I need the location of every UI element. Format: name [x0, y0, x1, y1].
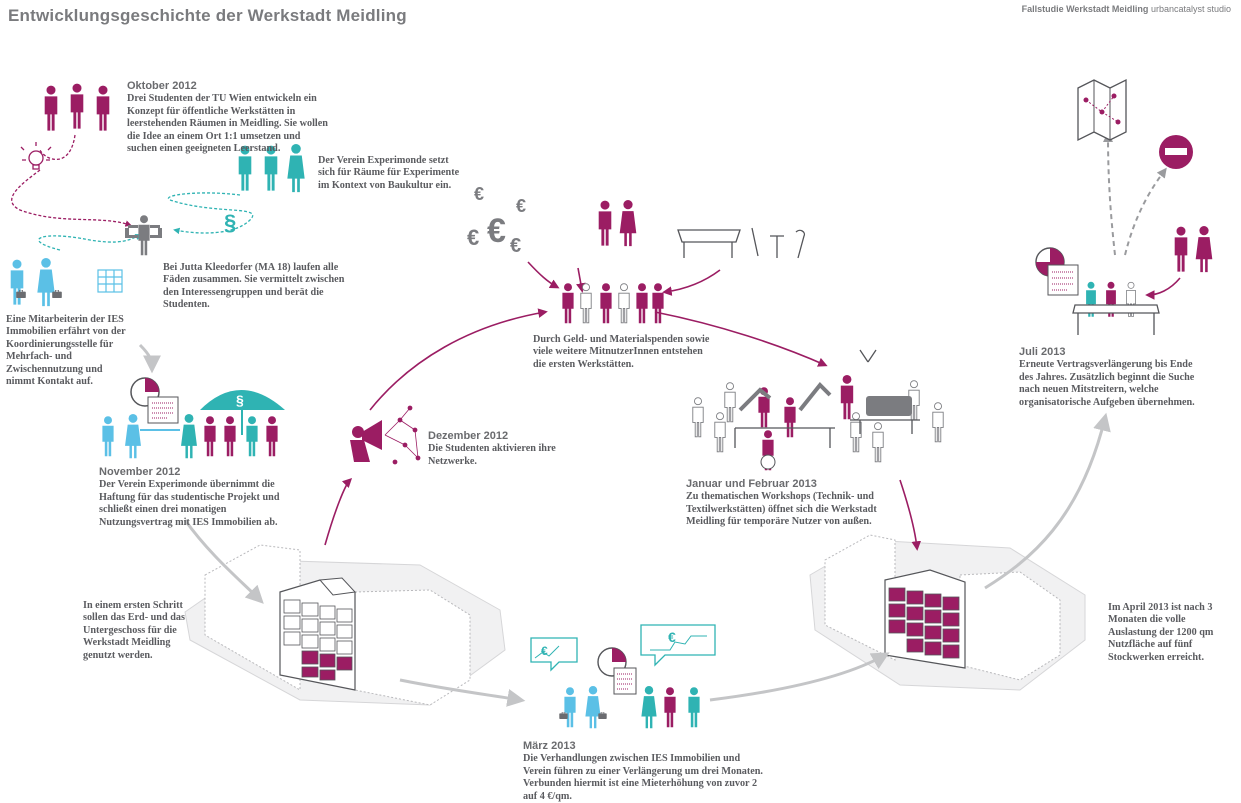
event-jul2013-heading: Juli 2013 — [1019, 346, 1066, 358]
event-apr2013-text: Im April 2013 ist nach 3 Monaten die vol… — [1108, 602, 1214, 663]
building-left-grid — [283, 599, 353, 681]
map-icon — [1077, 78, 1127, 142]
event-nov2012-text: Der Verein Experimonde übernimmt die Haf… — [99, 479, 280, 528]
event-mar2013-heading: März 2013 — [523, 740, 576, 752]
event-dec2012-heading: Dezember 2012 — [428, 430, 509, 442]
euro-symbol-4: € — [516, 196, 526, 216]
building-right-grid — [888, 587, 960, 659]
euro-symbol-3: € — [467, 225, 479, 250]
event-donations-text: Durch Geld- und Materialspenden sowie vi… — [533, 334, 710, 370]
event-nov2012-heading: November 2012 — [99, 466, 181, 478]
event-janfeb2013-text: Zu thematischen Workshops (Technik- und … — [686, 491, 877, 528]
table-tools-icon — [677, 227, 806, 259]
event-jul2013: Juli 2013 Erneute Vertragsverlängerung b… — [1019, 346, 1209, 409]
event-verein: Der Verein Experimonde setzt sich für Rä… — [318, 155, 468, 192]
event-ies-text: Eine Mitarbeiterin der IES Immobilien er… — [6, 314, 126, 388]
donor-couple-icon — [598, 200, 637, 247]
negotiation-icon: € € — [530, 624, 716, 729]
event-mar2013-text: Die Verhandlungen zwischen IES Immobilie… — [523, 753, 763, 802]
umbrella-icon — [200, 390, 285, 435]
euro-symbol-2: € — [487, 212, 506, 250]
workshop-users-icon — [562, 283, 664, 324]
page-title: Entwicklungsgeschichte der Werkstadt Mei… — [8, 6, 407, 25]
dotted-connectors — [11, 134, 254, 251]
event-donations: Durch Geld- und Materialspenden sowie vi… — [533, 334, 718, 371]
no-entry-icon — [1159, 135, 1193, 169]
nov-people-icon — [102, 414, 278, 459]
event-oct2012-text: Drei Studenten der TU Wien entwickeln ei… — [127, 93, 328, 155]
umbrella-paragraph-symbol: § — [236, 392, 244, 408]
event-jul2013-text: Erneute Vertragsverlängerung bis Ende de… — [1019, 359, 1195, 408]
event-mar2013: März 2013 Die Verhandlungen zwischen IES… — [523, 740, 768, 803]
workshops-scene-icon — [692, 349, 944, 471]
office-building-icon — [97, 269, 123, 293]
students-icon — [44, 83, 110, 131]
euro-symbols: € € € € € — [467, 184, 526, 257]
bubble-euro-right: € — [668, 629, 676, 645]
paragraph-symbol: § — [224, 210, 236, 235]
building-right — [809, 534, 1086, 691]
kleedorfer-icon — [125, 215, 162, 256]
euro-symbol-5: € — [510, 235, 521, 257]
jul-couple-icon — [1174, 226, 1213, 273]
event-oct2012-heading: Oktober 2012 — [127, 80, 197, 92]
event-apr2013: Im April 2013 ist nach 3 Monaten die vol… — [1108, 602, 1228, 664]
event-first-step-text: In einem ersten Schritt sollen das Erd- … — [83, 600, 185, 661]
ies-staff-icon — [10, 258, 62, 307]
megaphone-network-icon — [350, 405, 421, 465]
dashed-branch-arrows — [1103, 132, 1167, 256]
event-ies: Eine Mitarbeiterin der IES Immobilien er… — [6, 314, 130, 388]
event-kleedorfer: Bei Jutta Kleedorfer (MA 18) laufen alle… — [163, 262, 353, 312]
header-credit: Fallstudie Werkstadt Meidling urbancatal… — [1022, 4, 1231, 14]
event-kleedorfer-text: Bei Jutta Kleedorfer (MA 18) laufen alle… — [163, 262, 345, 311]
event-dec2012-text: Die Studenten aktivieren ihre Netzwerke. — [428, 443, 556, 467]
contract-clock-icon — [130, 377, 179, 424]
event-janfeb2013: Januar und Februar 2013 Zu thematischen … — [686, 478, 886, 529]
event-oct2012: Oktober 2012 Drei Studenten der TU Wien … — [127, 80, 332, 155]
gray-arrows — [138, 343, 1111, 707]
event-dec2012: Dezember 2012 Die Studenten aktivieren i… — [428, 430, 558, 468]
studio-label: urbancatalyst studio — [1150, 4, 1231, 14]
cycle-arrows — [324, 261, 1181, 551]
euro-symbol-1: € — [474, 184, 484, 204]
lightbulb-icon — [20, 142, 52, 170]
event-verein-text: Der Verein Experimonde setzt sich für Rä… — [318, 155, 460, 191]
event-janfeb2013-heading: Januar und Februar 2013 — [686, 478, 817, 490]
case-study-label: Fallstudie Werkstadt Meidling — [1021, 4, 1149, 14]
bubble-euro-left: € — [541, 644, 548, 658]
event-first-step: In einem ersten Schritt sollen das Erd- … — [83, 600, 203, 662]
building-left — [184, 544, 506, 706]
jul-meeting-icon — [1035, 247, 1160, 335]
event-nov2012: November 2012 Der Verein Experimonde übe… — [99, 466, 299, 529]
